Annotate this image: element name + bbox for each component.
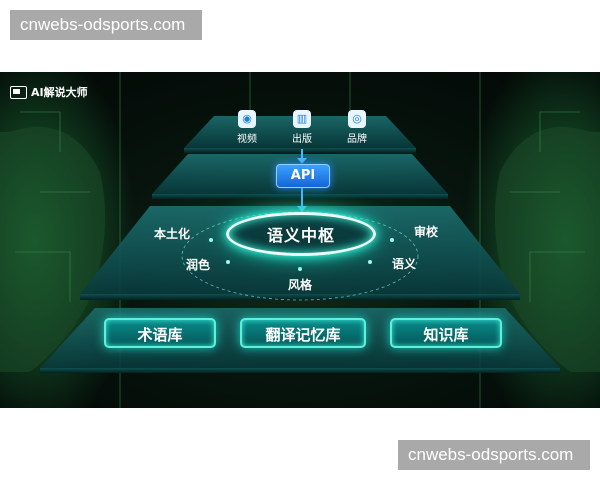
satellite-label: 本土化 xyxy=(154,227,191,241)
orbit-dot xyxy=(298,267,302,271)
database-box: 翻译记忆库 xyxy=(240,318,366,348)
satellite-label: 审校 xyxy=(414,225,439,239)
brand-logo: AI解说大师 xyxy=(10,84,88,100)
orbit-dot xyxy=(209,238,213,242)
watermark-bottom: cnwebs-odsports.com xyxy=(398,440,590,470)
top-item-label: 品牌 xyxy=(347,134,367,145)
orbit-dot xyxy=(390,238,394,242)
satellite-label: 润色 xyxy=(186,258,211,272)
logo-icon xyxy=(10,85,27,99)
layer-bottom-edge xyxy=(40,368,560,373)
hub-ring xyxy=(226,212,376,256)
top-item-label: 视频 xyxy=(237,134,257,145)
diagram-banner: AI解说大师 ◉ 视频 ▥ 出版 ◎ 品牌 API 语义中枢 本土化 审校 润色… xyxy=(0,72,600,408)
layer-middle-edge xyxy=(80,294,520,300)
layer-top-edge xyxy=(184,148,416,153)
publish-icon: ▥ xyxy=(293,110,311,128)
arrow-head xyxy=(297,158,307,164)
hub-label: 语义中枢 xyxy=(266,226,335,245)
satellite-label: 风格 xyxy=(288,278,313,292)
logo-text: AI解说大师 xyxy=(31,86,88,99)
hub-orbit xyxy=(181,211,419,301)
brand-icon: ◎ xyxy=(348,110,366,128)
top-item-label: 出版 xyxy=(292,134,312,145)
arrow-head xyxy=(297,206,307,212)
orbit-dot xyxy=(368,260,372,264)
database-box: 术语库 xyxy=(104,318,216,348)
satellite-label: 语义 xyxy=(392,257,417,271)
layer-api-edge xyxy=(152,194,448,199)
left-face-silhouette xyxy=(0,127,106,372)
watermark-top: cnwebs-odsports.com xyxy=(10,10,202,40)
right-face-silhouette xyxy=(494,127,600,372)
database-box: 知识库 xyxy=(390,318,502,348)
api-node: API xyxy=(276,164,330,188)
video-icon: ◉ xyxy=(238,110,256,128)
orbit-dot xyxy=(226,260,230,264)
